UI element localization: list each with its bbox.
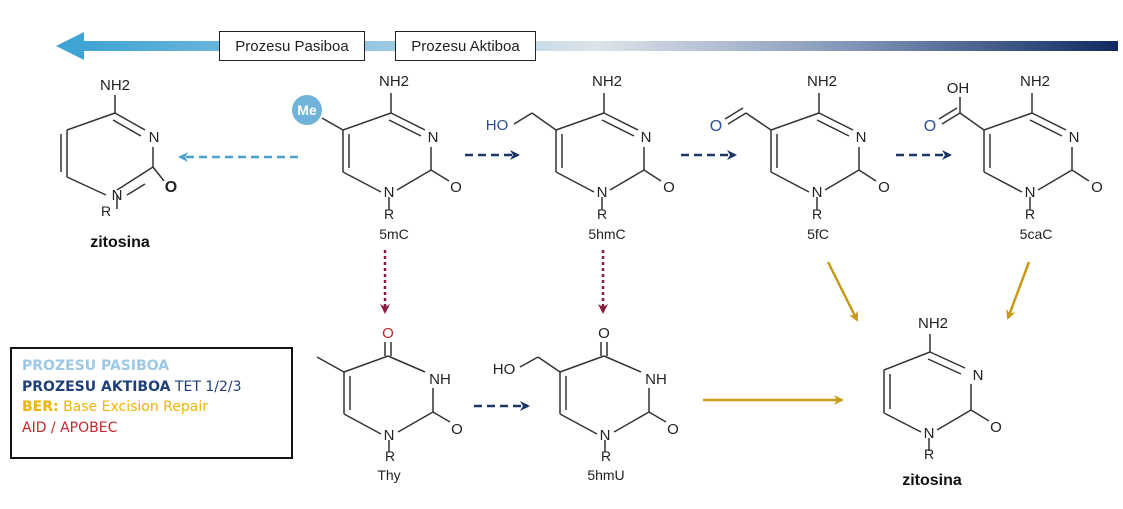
thy-r: R: [385, 448, 395, 464]
legend-row-active: PROZESU AKTIBOA TET 1/2/3: [22, 377, 281, 398]
f5c-o2: O: [878, 179, 890, 196]
methyl-badge: [292, 95, 322, 125]
m5c-name: 5mC: [379, 226, 409, 242]
hm5c-n1: N: [597, 184, 608, 201]
hm5c-nh2: NH2: [592, 73, 622, 90]
legend-active-bold: PROZESU AKTIBOA: [22, 378, 171, 395]
arrow-ber-5fc-to-cytosine: [826, 261, 859, 322]
ca5c-o-acid: O: [924, 118, 936, 135]
thy-nh: NH: [429, 371, 451, 388]
legend-ber-rest: Base Excision Repair: [58, 399, 208, 415]
arrow-ber-5cac-to-cytosine: [1006, 261, 1031, 320]
molecule-cytosine-left: [60, 95, 154, 209]
m5c-nh2: NH2: [379, 73, 409, 90]
thy-o2: O: [451, 421, 463, 438]
hm5c-n3: N: [641, 129, 652, 146]
molecule-5hmu: [519, 342, 667, 452]
hmu5-ho: HO: [493, 361, 516, 378]
active-process-label: Prozesu Aktiboa: [395, 31, 536, 61]
legend-box: PROZESU PASIBOA PROZESU AKTIBOA TET 1/2/…: [10, 347, 293, 459]
ca5c-n3: N: [1069, 129, 1080, 146]
molecule-5hmc: [513, 93, 662, 210]
legend-passive: PROZESU PASIBOA: [22, 358, 170, 374]
f5c-nh2: NH2: [807, 73, 837, 90]
ca5c-r: R: [1025, 206, 1035, 222]
hmu5-r: R: [601, 448, 611, 464]
thy-n1: N: [384, 427, 395, 444]
f5c-r: R: [812, 206, 822, 222]
hmu5-o2: O: [667, 421, 679, 438]
ca5c-o2: O: [1091, 179, 1103, 196]
cyt-left-name: zitosina: [90, 234, 150, 251]
ca5c-name: 5caC: [1020, 226, 1053, 242]
hmu5-name: 5hmU: [587, 467, 624, 483]
hm5c-ho: HO: [486, 117, 509, 134]
hmu5-o4: O: [598, 325, 610, 342]
molecule-cytosine-right: [883, 334, 990, 451]
molecule-thy: [316, 342, 451, 452]
molecule-5cac: [938, 93, 1090, 210]
cyt-left-n1: N: [112, 187, 123, 204]
molecule-5fc: [724, 93, 877, 210]
m5c-o2: O: [450, 179, 462, 196]
cyt-left-n3: N: [149, 129, 160, 146]
cyt-left-o2: O: [165, 179, 177, 196]
f5c-n3: N: [856, 129, 867, 146]
cyt-right-o2: O: [990, 419, 1002, 436]
ca5c-nh2: NH2: [1020, 73, 1050, 90]
legend-ber-bold: BER:: [22, 399, 59, 415]
process-gradient-bar: [56, 32, 1118, 60]
legend-row-passive: PROZESU PASIBOA: [22, 356, 281, 377]
m5c-n1: N: [384, 184, 395, 201]
legend-active-rest: TET 1/2/3: [170, 378, 242, 395]
molecule-5mc: [321, 93, 450, 210]
m5c-r: R: [384, 206, 394, 222]
legend-row-aid: AID / APOBEC: [22, 418, 281, 439]
cyt-left-nh2: NH2: [100, 77, 130, 94]
legend-row-ber: BER: Base Excision Repair: [22, 397, 281, 418]
methyl-badge-label: Me: [297, 102, 317, 118]
cyt-right-n1: N: [924, 425, 935, 442]
passive-process-label: Prozesu Pasiboa: [219, 31, 365, 61]
cyt-right-nh2: NH2: [918, 315, 948, 332]
ca5c-oh: OH: [947, 80, 970, 97]
cyt-right-r: R: [924, 446, 934, 462]
cyt-right-name: zitosina: [902, 472, 962, 489]
f5c-o-side: O: [710, 118, 722, 135]
f5c-name: 5fC: [807, 226, 829, 242]
f5c-n1: N: [812, 184, 823, 201]
hm5c-o2: O: [663, 179, 675, 196]
thy-name: Thy: [377, 467, 400, 483]
ca5c-n1: N: [1025, 184, 1036, 201]
hm5c-name: 5hmC: [588, 226, 625, 242]
thy-o4: O: [382, 325, 394, 342]
m5c-n3: N: [428, 129, 439, 146]
hm5c-r: R: [597, 206, 607, 222]
cyt-right-n3: N: [973, 367, 984, 384]
cyt-left-r: R: [101, 203, 111, 219]
legend-aid: AID / APOBEC: [22, 419, 118, 436]
hmu5-nh: NH: [645, 371, 667, 388]
hmu5-n1: N: [600, 427, 611, 444]
